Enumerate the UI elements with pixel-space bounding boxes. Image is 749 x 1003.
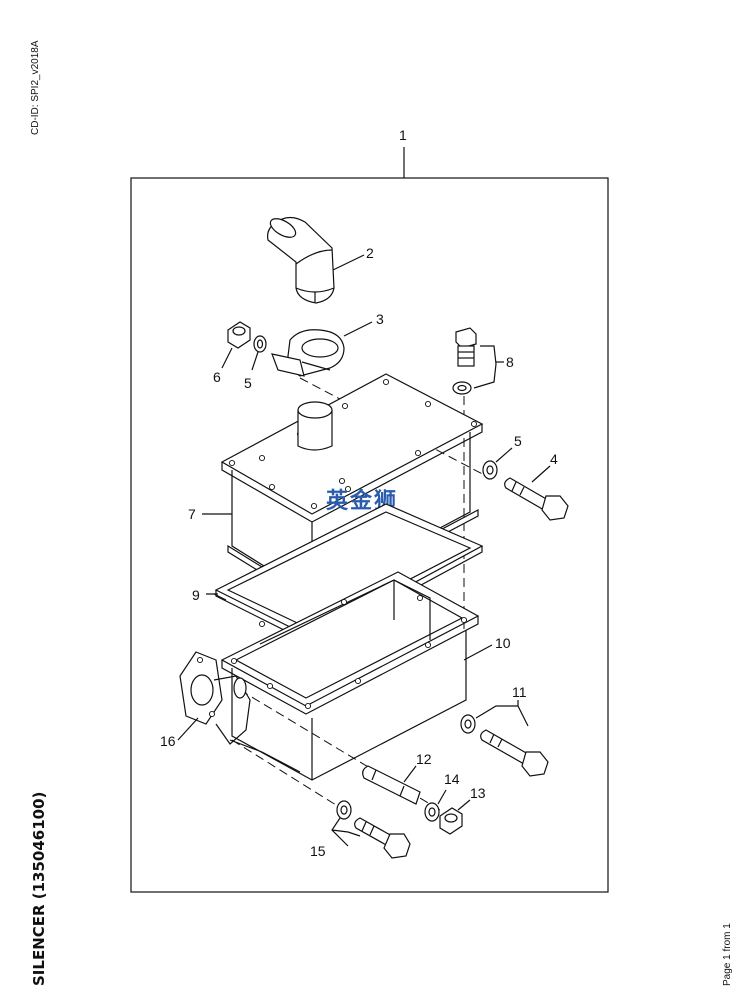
leader-10 [463,644,493,661]
callout-14: 14 [444,771,460,787]
leader-8 [473,345,497,389]
nut-13 [439,807,463,835]
alignment-line [239,689,441,811]
leader-15 [331,817,361,847]
callout-6: 6 [213,369,221,385]
callout-12: 12 [416,751,432,767]
callout-3: 3 [376,311,384,327]
callout-11: 11 [512,684,527,700]
callout-7: 7 [188,506,196,522]
leader-14 [437,789,447,805]
leader-4 [531,465,551,483]
leader-13 [457,799,471,811]
nut-6 [227,321,251,349]
stud-12 [362,765,421,805]
washer-14 [424,802,440,822]
callout-9: 9 [192,587,200,603]
leader-6 [221,347,233,369]
callout-4: 4 [550,451,558,467]
elbow-pipe [267,216,335,304]
callout-15: 15 [310,843,326,859]
leader-11 [475,700,529,727]
leader-5-lower [495,447,513,463]
alignment-line [231,739,345,811]
leader-5-upper [251,351,259,371]
callout-2: 2 [366,245,374,261]
bolt-11 [460,714,549,777]
callout-16: 16 [160,733,176,749]
washer-5-upper [253,335,267,353]
silencer-lower-box [220,571,480,781]
inlet-flange-16 [179,651,301,773]
bolt-4 [504,477,569,521]
leader-16 [177,717,199,741]
leader-2 [332,254,365,271]
callout-13: 13 [470,785,486,801]
leader-12 [403,765,417,783]
leader-9 [206,593,227,601]
callout-10: 10 [495,635,511,651]
bolt-15 [336,800,411,859]
callout-5-upper: 5 [244,375,252,391]
diagram-frame [130,177,609,893]
leader-3 [343,321,373,337]
bolt-8 [452,327,477,395]
alignment-line [299,377,491,479]
pipe-clamp [271,329,345,377]
washer-5-lower [482,460,498,480]
callout-5-lower: 5 [514,433,522,449]
callout-1: 1 [399,127,407,143]
callout-8: 8 [506,354,514,370]
